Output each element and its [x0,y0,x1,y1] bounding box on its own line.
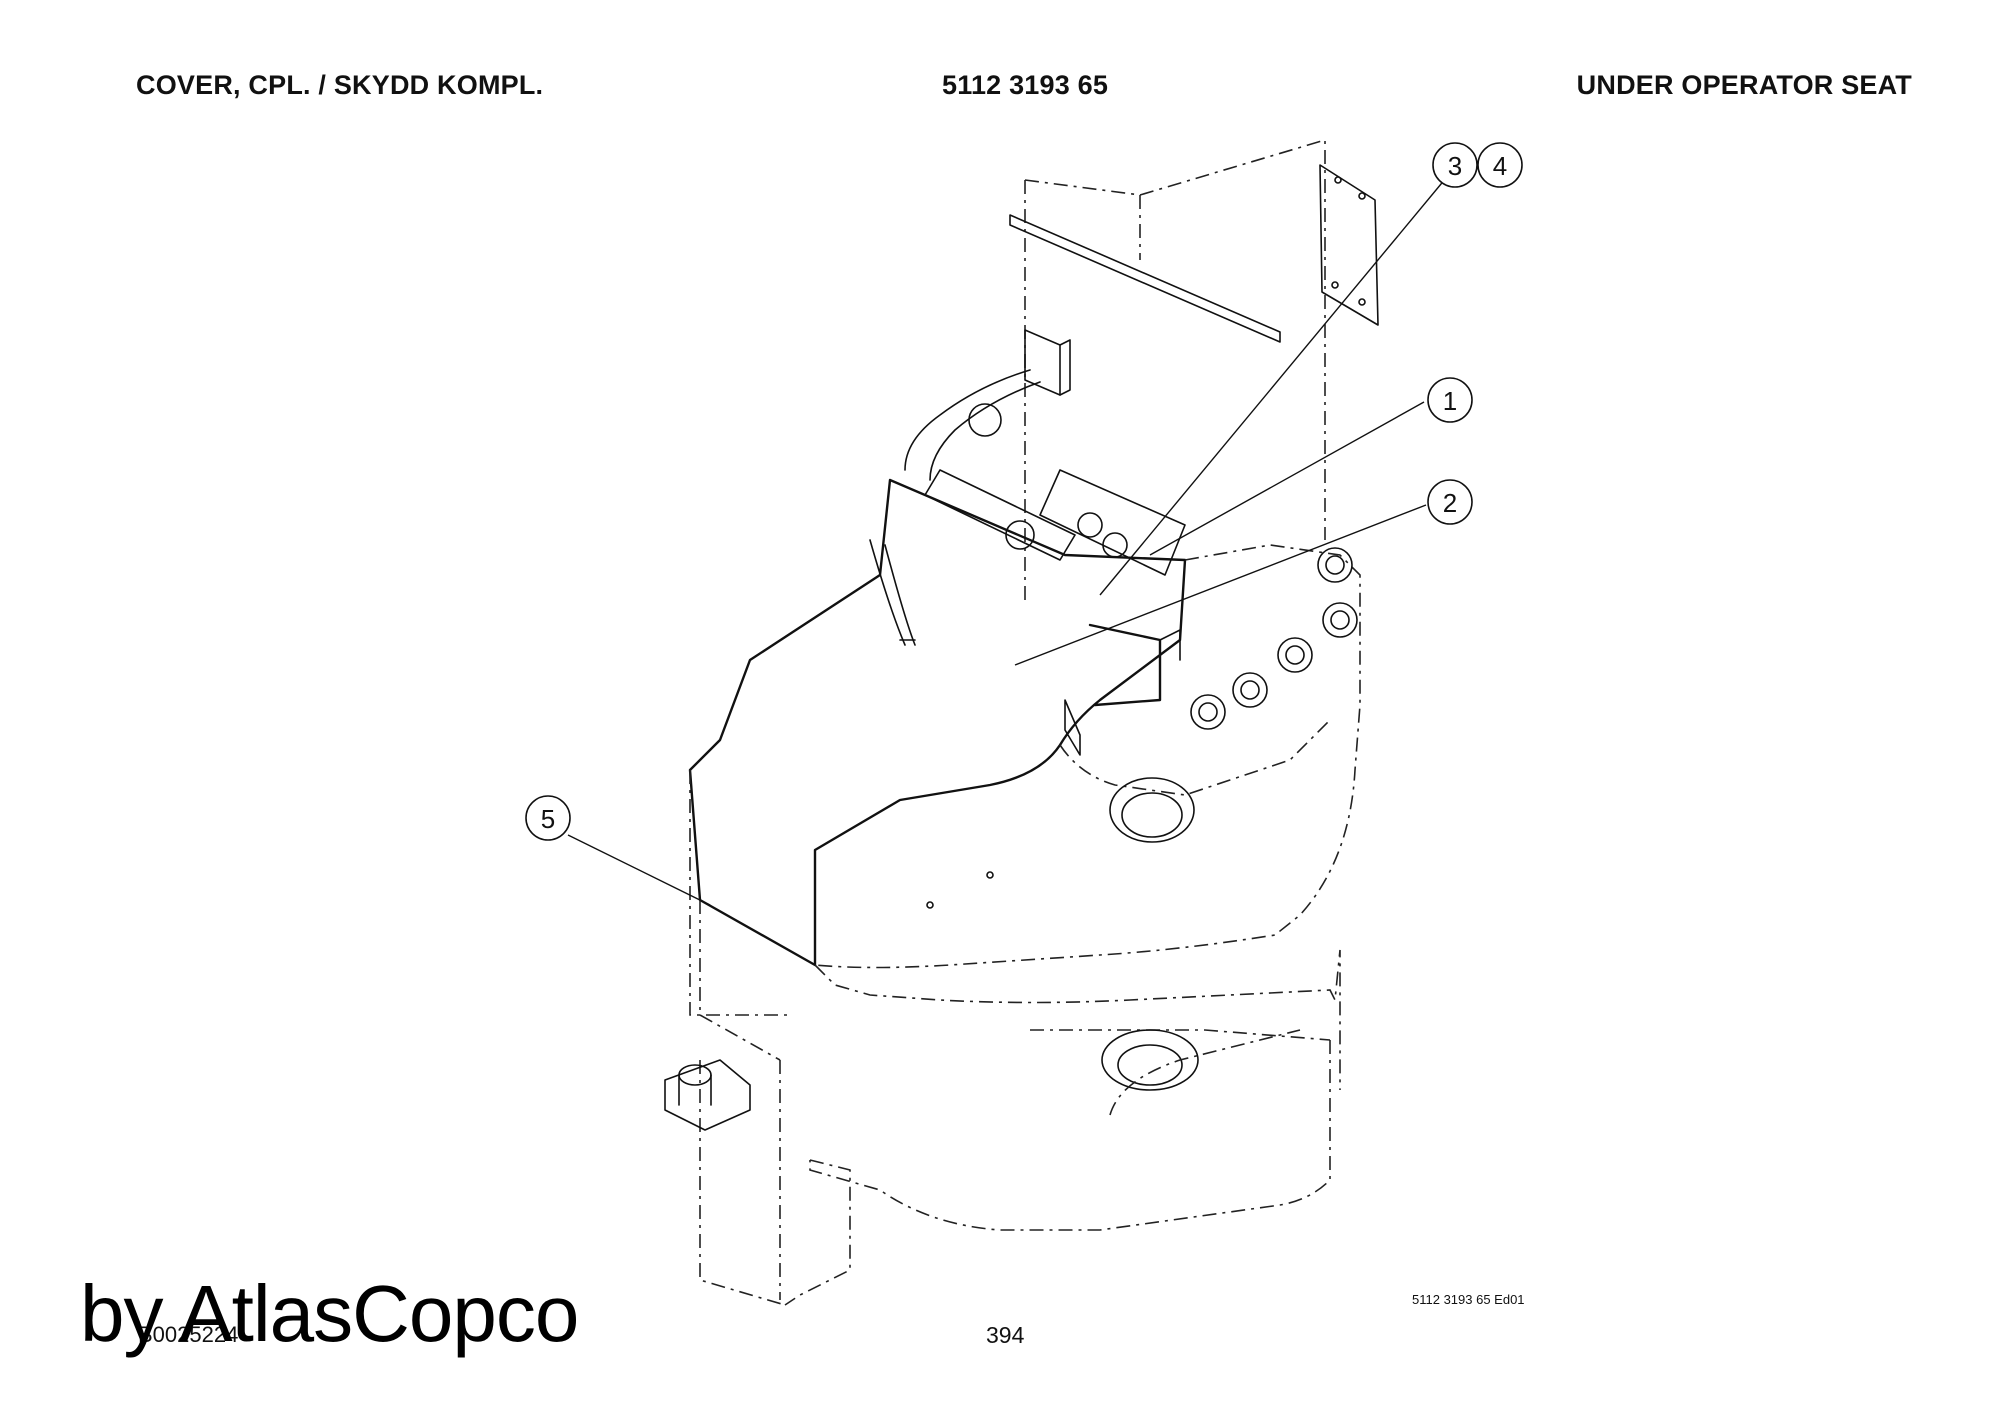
watermark: by AtlasCopco [80,1269,579,1358]
seat-column [1009,138,1379,605]
balloon-1-label: 1 [1443,386,1457,416]
side-plate-part [1319,164,1379,326]
drawing-number: B0025224 [138,1322,239,1347]
header-part-number: 5112 3193 65 [942,70,1109,100]
lever-assembly [904,329,1186,576]
balloon-3: 3 [1432,142,1478,188]
balloon-5: 5 [525,795,571,841]
bolts [1190,547,1358,730]
header-title: COVER, CPL. / SKYDD KOMPL. [136,70,544,100]
balloon-2: 2 [1427,479,1473,525]
balloon-1: 1 [1427,377,1473,423]
edition-code: 5112 3193 65 Ed01 [1412,1292,1525,1307]
cover-part [688,478,1187,967]
leader-lines [567,177,1447,906]
balloon-4-label: 4 [1493,151,1507,181]
balloon-4: 4 [1477,142,1523,188]
base-frame [664,544,1361,1306]
bar-part [1009,214,1281,343]
balloon-5-label: 5 [541,804,555,834]
page-number: 394 [986,1322,1025,1348]
balloon-3-label: 3 [1448,151,1462,181]
header-location: UNDER OPERATOR SEAT [1576,70,1912,100]
balloon-2-label: 2 [1443,488,1457,518]
